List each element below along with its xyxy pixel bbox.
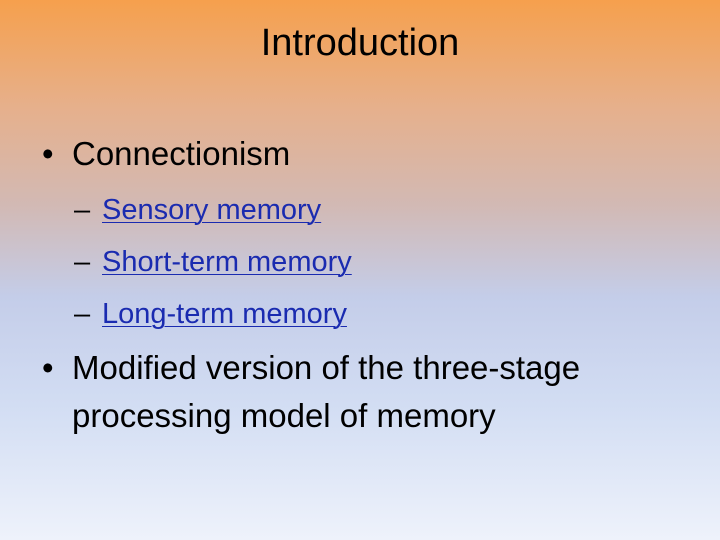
sub-item-dash: – [74,194,91,226]
sensory-memory-link[interactable]: Sensory memory [102,194,322,226]
bullet-marker: • [42,135,54,172]
sub-item-sensory-memory: –Sensory memory [74,186,352,238]
short-term-memory-link[interactable]: Short-term memory [102,246,352,278]
sub-item-short-term-memory: –Short-term memory [74,238,352,290]
sub-item-dash: – [74,298,91,330]
bullet-connectionism: • Connectionism [42,130,682,178]
bullet-marker: • [42,349,54,386]
bullet-modified-version: • Modified version of the three-stage pr… [42,344,602,440]
bullet-text: Connectionism [72,135,291,172]
sub-item-dash: – [74,246,91,278]
sub-list: –Sensory memory –Short-term memory –Long… [74,186,352,342]
sub-item-long-term-memory: –Long-term memory [74,290,352,342]
long-term-memory-link[interactable]: Long-term memory [102,298,347,330]
bullet-text: Modified version of the three-stage proc… [72,349,581,434]
slide-title: Introduction [260,22,460,64]
